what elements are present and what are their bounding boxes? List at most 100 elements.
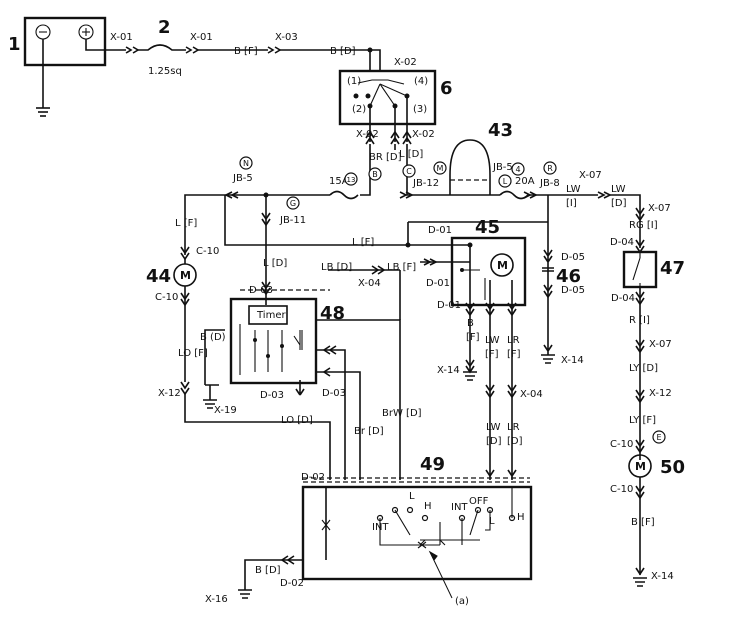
wire-label: B (D) (200, 332, 226, 343)
marker-text: M (437, 164, 444, 173)
wire-label: (a) (455, 596, 469, 607)
marker-ring (368, 167, 382, 181)
circled-marker: N (239, 156, 253, 170)
component-number-43: 43 (488, 120, 513, 141)
wire-label: 15A (329, 176, 349, 187)
marker-text: B (372, 170, 378, 179)
wire-label: LR (507, 422, 520, 433)
wire-label: C-10 (155, 292, 178, 303)
marker-text: 13 (347, 176, 356, 184)
svg-text:M: M (635, 460, 646, 473)
wire-label: C-10 (610, 484, 633, 495)
wire-label: [F] (466, 332, 480, 343)
wire-label: [D] (486, 436, 502, 447)
wire-label: X-04 (520, 389, 543, 400)
wire-label: LY [D] (629, 363, 658, 374)
wire-label: D-04 (610, 237, 634, 248)
circled-marker: E (652, 430, 666, 444)
wire-label: L (409, 491, 415, 502)
wire-label: L [F] (352, 237, 374, 248)
wire-label: X-04 (358, 278, 381, 289)
circled-marker: R (543, 161, 557, 175)
wire-label: B [D] (330, 46, 356, 57)
wire-label: [D] (611, 198, 627, 209)
wire-label: X-07 (649, 339, 672, 350)
circled-marker: L (498, 174, 512, 188)
wire-label: X-01 (110, 32, 133, 43)
wire-label: H (424, 501, 432, 512)
wire-label: (2) (352, 104, 366, 115)
wire-label: H (517, 512, 525, 523)
wire-label: JB-11 (279, 215, 306, 226)
ignition-switch (338, 69, 437, 170)
wire-label: B [F] (234, 46, 258, 57)
wire-label: X-02 (356, 129, 379, 140)
marker-text: 4 (515, 165, 520, 174)
wire-label: R [I] (629, 315, 650, 326)
wire-label: LW (486, 422, 501, 433)
marker-ring (286, 196, 300, 210)
rear-column: M (622, 239, 658, 587)
marker-text: G (290, 199, 296, 208)
wire-label: LR (507, 335, 520, 346)
wire-label: D-01 (426, 278, 450, 289)
wire-label: D-02 (301, 472, 325, 483)
wire-label: D-01 (437, 300, 461, 311)
wire-label: LW (566, 184, 581, 195)
wire-label: [I] (566, 198, 577, 209)
marker-ring (498, 174, 512, 188)
component-number-50: 50 (660, 457, 685, 478)
wire-label: L [F] (175, 218, 197, 229)
wire-label: L (489, 516, 495, 527)
wire-label: (4) (414, 76, 428, 87)
marker-text: R (547, 164, 553, 173)
wire-label: LW (611, 184, 626, 195)
wire-label: X-12 (649, 388, 672, 399)
wire-label: X-14 (651, 571, 674, 582)
wire-label: X-12 (158, 388, 181, 399)
wire-label: X-16 (205, 594, 228, 605)
wire-label: INT (451, 502, 468, 513)
svg-text:M: M (180, 269, 191, 282)
wire-label: B [D] (255, 565, 281, 576)
wire-label: C-10 (196, 246, 219, 257)
wire-label: RG [I] (629, 220, 658, 231)
timer-relay-48 (203, 255, 401, 480)
wiper-switch-49 (238, 477, 533, 599)
wire-label: D-05 (561, 285, 585, 296)
washer-motor-44: M (173, 246, 331, 480)
wire-label: LO [F] (178, 348, 208, 359)
wire-label: B (467, 318, 474, 329)
wire-label: JB-12 (412, 178, 439, 189)
wire-label: X-03 (275, 32, 298, 43)
component-number-48: 48 (320, 303, 345, 324)
wire-label: X-14 (561, 355, 584, 366)
wire-label: 20A (515, 176, 535, 187)
marker-ring (652, 430, 666, 444)
component-number-47: 47 (660, 258, 685, 279)
wire-label: X-07 (579, 170, 602, 181)
wire-label: Br [D] (354, 426, 384, 437)
component-number-1: 1 (8, 34, 21, 55)
marker-ring (433, 161, 447, 175)
component-number-49: 49 (420, 454, 445, 475)
wire-label: D-01 (428, 225, 452, 236)
wire-label: X-01 (190, 32, 213, 43)
wire-label: X-02 (394, 57, 417, 68)
marker-text: L (503, 177, 508, 186)
wire-label: X-07 (648, 203, 671, 214)
component-number-6: 6 (440, 78, 453, 99)
svg-text:M: M (497, 259, 508, 272)
wire-label: D-03 (322, 388, 346, 399)
wire-label: [D] (507, 436, 523, 447)
battery (23, 16, 107, 117)
wire-label: LO [D] (281, 415, 313, 426)
component-number-45: 45 (475, 217, 500, 238)
power-distribution (184, 139, 645, 255)
circled-marker: M (433, 161, 447, 175)
wire-label: D-04 (611, 293, 635, 304)
circled-marker: 4 (511, 162, 525, 176)
wire-label: BR [D] (369, 152, 402, 163)
